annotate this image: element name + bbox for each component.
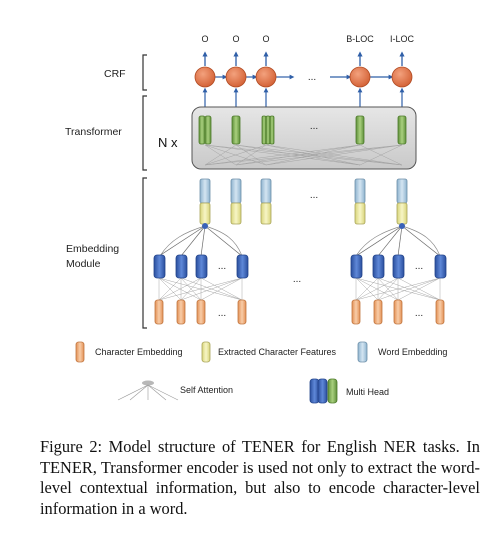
figure-caption: Figure 2: Model structure of TENER for E… [40,437,480,518]
legend-extracted-features-label: Extracted Character Features [218,347,337,357]
legend-char-embedding-label: Character Embedding [95,347,183,357]
embedding-label-line2: Module [66,258,101,270]
model-architecture-figure: O O O B-LOC I-LOC CRF Transformer Embedd… [65,34,447,404]
legend-word-embedding-label: Word Embedding [378,347,447,357]
output-label-5: I-LOC [390,34,415,44]
embedding-label-line1: Embedding [66,243,119,255]
word-emb-3 [260,178,272,204]
left-char-2 [176,299,186,325]
word-emb-1 [199,178,211,204]
right-char-ellipsis: ... [415,308,423,319]
legend-extracted-features-swatch [201,341,211,363]
legend-self-attention-swatch [117,380,179,401]
word-emb-5 [396,178,408,204]
section-brackets [142,54,147,329]
char-feat-2 [230,202,242,225]
legend: Character Embedding Extracted Character … [75,341,447,404]
right-aggregation-node [399,223,405,229]
left-char-module: ... ... [153,223,249,325]
left-char-1 [154,299,164,325]
right-head-ellipsis: ... [415,261,423,272]
transformer-head-3b [265,115,271,145]
left-char-3 [196,299,206,325]
crf-node-3 [255,66,277,88]
right-head-4 [434,254,447,279]
legend-multi-head-swatch-green [327,378,338,404]
char-feat-5 [396,202,408,225]
legend-word-embedding-swatch [357,341,368,363]
output-arrows [202,51,405,66]
legend-char-embedding-swatch [75,341,85,363]
transformer-head-3c [269,115,275,145]
transformer-attention-lines [204,144,403,166]
left-char-ellipsis: ... [218,308,226,319]
crf-bracket [142,54,147,91]
transformer-ellipsis: ... [310,121,318,132]
token-ellipsis: ... [310,190,318,201]
output-label-2: O [232,34,239,44]
embedding-bracket [142,177,147,329]
left-char-4 [237,299,247,325]
output-label-1: O [201,34,208,44]
legend-multi-head-swatch-blue-2 [317,378,328,404]
word-emb-2 [230,178,242,204]
right-head-1 [350,254,363,279]
word-emb-4 [354,178,366,204]
transformer-head-1a [198,115,206,145]
transformer-label: Transformer [65,126,122,138]
left-aggregation-node [202,223,208,229]
char-feat-3 [260,202,272,225]
output-label-3: O [262,34,269,44]
legend-multi-head-label: Multi Head [346,387,389,397]
transformer-head-3a [261,115,267,145]
char-feat-4 [354,202,366,225]
crf-node-4 [349,66,371,88]
middle-ellipsis: ... [293,274,301,285]
right-head-3 [392,254,405,279]
transformer-bracket [142,95,147,171]
left-head-2 [175,254,188,279]
transformer-head-4 [355,115,365,145]
right-char-4 [435,299,445,325]
char-feat-1 [199,202,211,225]
transformer-box [191,106,417,170]
right-head-2 [372,254,385,279]
right-char-module: ... ... [350,223,447,325]
crf-ellipsis: ... [308,72,316,83]
crf-node-2 [225,66,247,88]
repeat-label: N x [158,135,178,150]
right-char-3 [393,299,403,325]
crf-label: CRF [104,68,126,80]
transformer-head-5 [397,115,407,145]
left-head-3 [195,254,208,279]
transformer-head-1b [204,115,212,145]
right-char-2 [373,299,383,325]
left-head-ellipsis: ... [218,261,226,272]
right-char-1 [351,299,361,325]
crf-node-1 [194,66,216,88]
left-head-4 [236,254,249,279]
crf-node-5 [391,66,413,88]
output-label-4: B-LOC [346,34,374,44]
transformer-block: ... [191,106,417,170]
legend-self-attention-label: Self Attention [180,385,233,395]
transformer-head-2 [231,115,241,145]
left-head-1 [153,254,166,279]
word-embedding-tokens: ... [199,178,408,225]
crf-layer: ... [194,66,413,88]
